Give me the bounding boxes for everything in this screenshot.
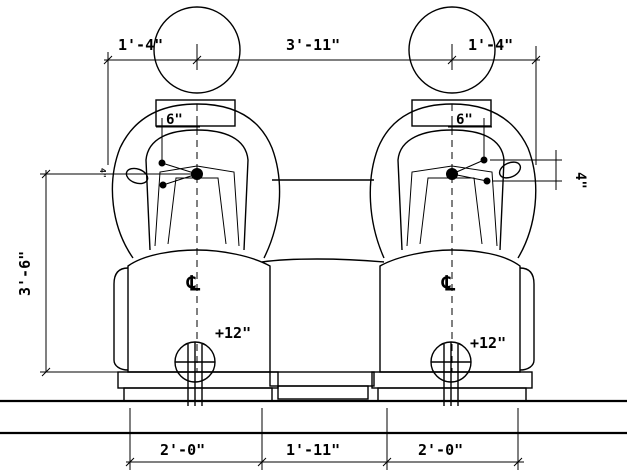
right-centerline-symbol: ℄: [441, 271, 456, 295]
top-dimension-string: 1'-4" 3'-11" 1'-4": [103, 36, 541, 165]
right-headrest-circle: [408, 6, 496, 94]
connector-bar: [261, 179, 385, 400]
dim-top-left: 1'-4": [118, 36, 163, 54]
left-pipe-elevation: +12": [215, 324, 251, 342]
left-headrest-circle: [153, 6, 241, 94]
left-seat-body: [127, 249, 271, 373]
svg-text:6": 6": [166, 112, 183, 128]
right-pipe-elevation: +12": [470, 334, 506, 352]
left-foot-control: [125, 167, 149, 185]
right-6in-dimension: 6": [448, 112, 492, 160]
right-inner-backrest: [397, 129, 505, 251]
svg-text:4": 4": [572, 172, 588, 189]
left-base: [117, 371, 279, 389]
svg-text:6": 6": [456, 112, 473, 128]
right-armrest: [519, 267, 535, 371]
left-back-pad: [155, 99, 236, 127]
dim-top-right: 1'-4": [468, 36, 513, 54]
right-base: [371, 371, 533, 389]
right-4in-dimension: 4": [490, 150, 588, 190]
floor-lines: [0, 399, 627, 435]
left-chair: ℄: [111, 6, 281, 406]
right-foot-control: [498, 161, 522, 179]
left-6in-dimension: 6": [156, 112, 200, 165]
left-centerline-symbol: ℄: [186, 271, 201, 295]
bottom-dimension-string: 2'-0" 1'-11" 2'-0": [125, 408, 524, 470]
right-seat-body: [379, 249, 521, 373]
dim-bottom-left: 2'-0": [160, 441, 205, 459]
dim-left-small: 4": [98, 168, 107, 178]
left-height-dimension: 4" 3'-6": [16, 168, 197, 377]
right-chair: ℄: [369, 6, 537, 406]
dim-overall-height: 3'-6": [16, 251, 34, 296]
dim-bottom-right: 2'-0": [418, 441, 463, 459]
dim-top-center: 3'-11": [286, 36, 340, 54]
left-armrest: [113, 267, 129, 371]
dim-bottom-center: 1'-11": [286, 441, 340, 459]
